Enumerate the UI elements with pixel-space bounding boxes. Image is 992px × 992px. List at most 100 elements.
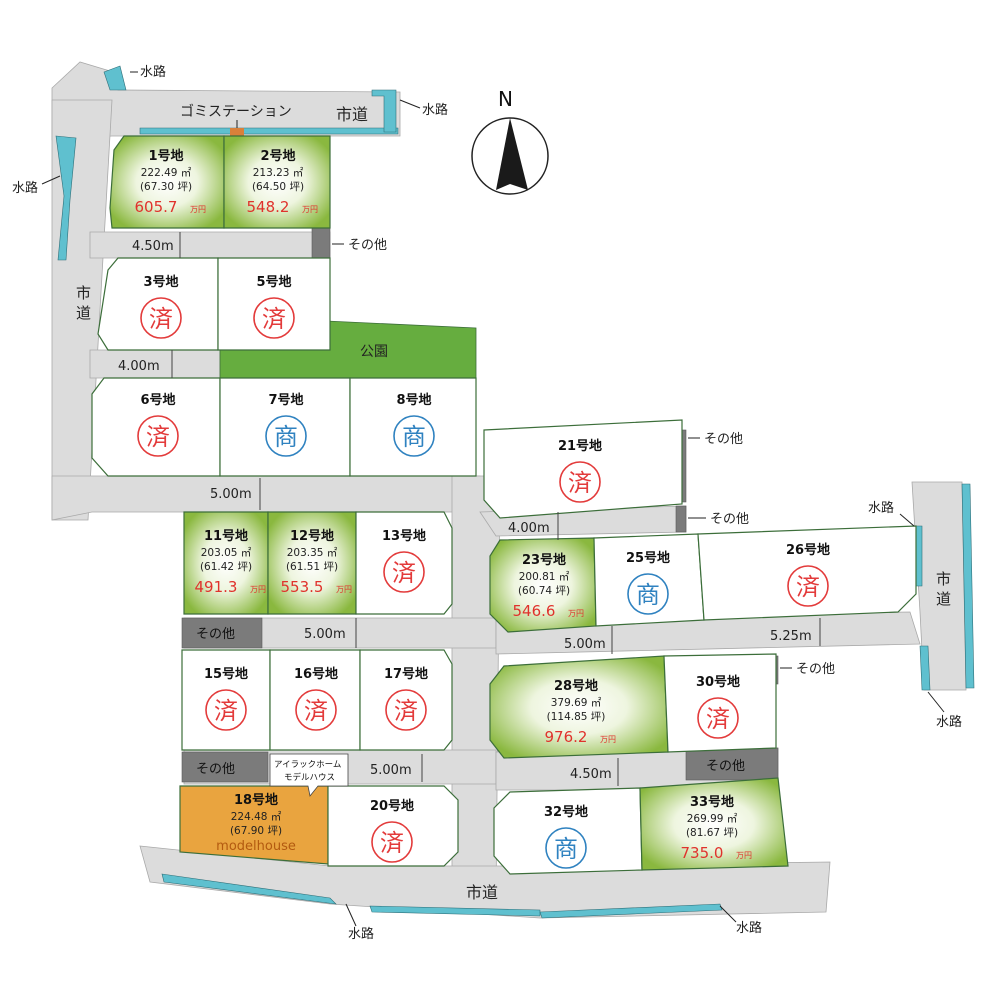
waterway-left	[55, 135, 77, 261]
waterway-right-outer	[961, 483, 975, 689]
misc-label-6: その他	[706, 759, 745, 774]
lot-2-shape[interactable]	[223, 135, 331, 229]
lot-6-name: 6号地	[140, 392, 175, 408]
north-compass: N	[471, 87, 549, 195]
lot-16-sold-stamp: 済	[304, 697, 328, 725]
lot-18-model-tag: modelhouse	[216, 839, 296, 854]
lot-21-name: 21号地	[558, 438, 602, 454]
lot-32-commercial-stamp: 商	[554, 835, 578, 863]
waterway-label-7: 水路	[736, 920, 762, 936]
waterway-leader-2	[399, 99, 421, 109]
lot-30-sold-stamp-circle	[697, 697, 739, 739]
lot-12-price-unit: 万円	[336, 585, 352, 594]
lot-23-price-unit: 万円	[568, 609, 584, 618]
lot-16-sold-stamp-circle	[295, 689, 337, 731]
compass-needle-light	[496, 118, 510, 190]
road-width-2: 4.00m	[118, 359, 160, 374]
lot-13-name: 13号地	[382, 528, 426, 544]
road-width-3: 5.00m	[210, 487, 252, 502]
lot-30-sold-stamp: 済	[706, 705, 730, 733]
city-road-left-2: 道	[76, 304, 91, 322]
misc-parcel-3	[181, 617, 263, 649]
waterway-bottom-right	[539, 903, 723, 919]
misc-parcel-1	[311, 227, 331, 259]
waterway-top	[139, 127, 399, 135]
lot-11-price-unit: 万円	[250, 585, 266, 594]
lot-25-name: 25号地	[626, 550, 670, 566]
misc-label-4: その他	[196, 627, 235, 642]
waterway-top-left	[103, 65, 127, 91]
lot-23-price: 546.6	[513, 602, 556, 620]
road-width-1: 4.50m	[132, 239, 174, 254]
waterway-leader-4	[899, 513, 915, 527]
lot-7-commercial-stamp-circle	[265, 415, 307, 457]
lot-21-sold-stamp-circle	[559, 461, 601, 503]
waterway-right-lower	[919, 645, 931, 691]
lot-28-area: 379.69 ㎡	[551, 697, 602, 709]
lot-26-sold-stamp: 済	[796, 573, 820, 601]
lot-11-tsubo: (61.42 坪)	[200, 560, 252, 573]
compass-north-label: N	[498, 87, 513, 111]
misc-parcel-2	[675, 505, 687, 533]
park-label: 公園	[360, 344, 388, 360]
lot-20-name: 20号地	[370, 798, 414, 814]
lot-12-price: 553.5	[281, 578, 324, 596]
road-labels: ゴミステーション 市道 市 道 市 道 市道 4.50m 4.00m 5.00m…	[76, 103, 951, 902]
lot-25-commercial-stamp: 商	[636, 581, 660, 609]
lot-16-name: 16号地	[294, 666, 338, 682]
lot-25-commercial-stamp-circle	[627, 573, 669, 615]
lot-18-name: 18号地	[234, 792, 278, 808]
lot-28-tsubo: (114.85 坪)	[547, 710, 606, 723]
lot-11-name: 11号地	[204, 528, 248, 544]
road-width-6: 5.00m	[564, 637, 606, 652]
lot-1-price-unit: 万円	[190, 205, 206, 214]
lot-2-tsubo: (64.50 坪)	[252, 180, 304, 193]
waterway-label-3: 水路	[12, 180, 38, 196]
misc-label-7: その他	[796, 662, 835, 677]
lot-28-price: 976.2	[545, 728, 588, 746]
misc-parcels	[181, 227, 779, 783]
right-road	[911, 481, 967, 691]
road-width-7: 5.25m	[770, 629, 812, 644]
lot-15-sold-stamp-circle	[205, 689, 247, 731]
callout-line-2: モデルハウス	[284, 772, 335, 783]
lot-8-name: 8号地	[396, 392, 431, 408]
waterway-label-4: 水路	[868, 500, 894, 516]
lot-12-tsubo: (61.51 坪)	[286, 560, 338, 573]
misc-label-5: その他	[196, 762, 235, 777]
lot-28-name: 28号地	[554, 678, 598, 694]
lot-30-name: 30号地	[696, 674, 740, 690]
lot-11-area: 203.05 ㎡	[201, 547, 252, 559]
lot-1-price: 605.7	[135, 198, 178, 216]
misc-label-2: その他	[704, 432, 743, 447]
lot-5-name: 5号地	[256, 274, 291, 290]
lot-1-tsubo: (67.30 坪)	[140, 180, 192, 193]
lot-33-shape[interactable]	[639, 777, 789, 871]
lot-26-sold-stamp-circle	[787, 565, 829, 607]
misc-label-3: その他	[710, 512, 749, 527]
lot-2-price: 548.2	[247, 198, 290, 216]
misc-label-1: その他	[348, 238, 387, 253]
lot-3-sold-stamp-circle	[140, 297, 182, 339]
waterway-bottom-left	[161, 873, 337, 905]
lot-15-sold-stamp: 済	[214, 697, 238, 725]
city-road-top: 市道	[336, 105, 368, 124]
city-road-left-1: 市	[76, 284, 91, 302]
lot-32-commercial-stamp-circle	[545, 827, 587, 869]
garbage-station-marker	[230, 128, 244, 136]
road-width-4: 4.00m	[508, 521, 550, 536]
waterway-leader-5	[927, 691, 945, 713]
lot-20-sold-stamp-circle	[371, 821, 413, 863]
lot-11-price: 491.3	[195, 578, 238, 596]
lot-23-area: 200.81 ㎡	[519, 571, 570, 583]
lot-28-price-unit: 万円	[600, 735, 616, 744]
lot-18-tsubo: (67.90 坪)	[230, 824, 282, 837]
lot-6-sold-stamp: 済	[146, 423, 170, 451]
lot-2-name: 2号地	[260, 148, 295, 164]
waterway-bottom-mid	[369, 905, 541, 917]
lot-15-name: 15号地	[204, 666, 248, 682]
waterway-label-5: 水路	[936, 714, 962, 730]
garbage-station-label: ゴミステーション	[180, 103, 292, 120]
model-house-callout: アイラックホーム モデルハウス	[269, 753, 349, 797]
lot-13-sold-stamp-circle	[383, 551, 425, 593]
